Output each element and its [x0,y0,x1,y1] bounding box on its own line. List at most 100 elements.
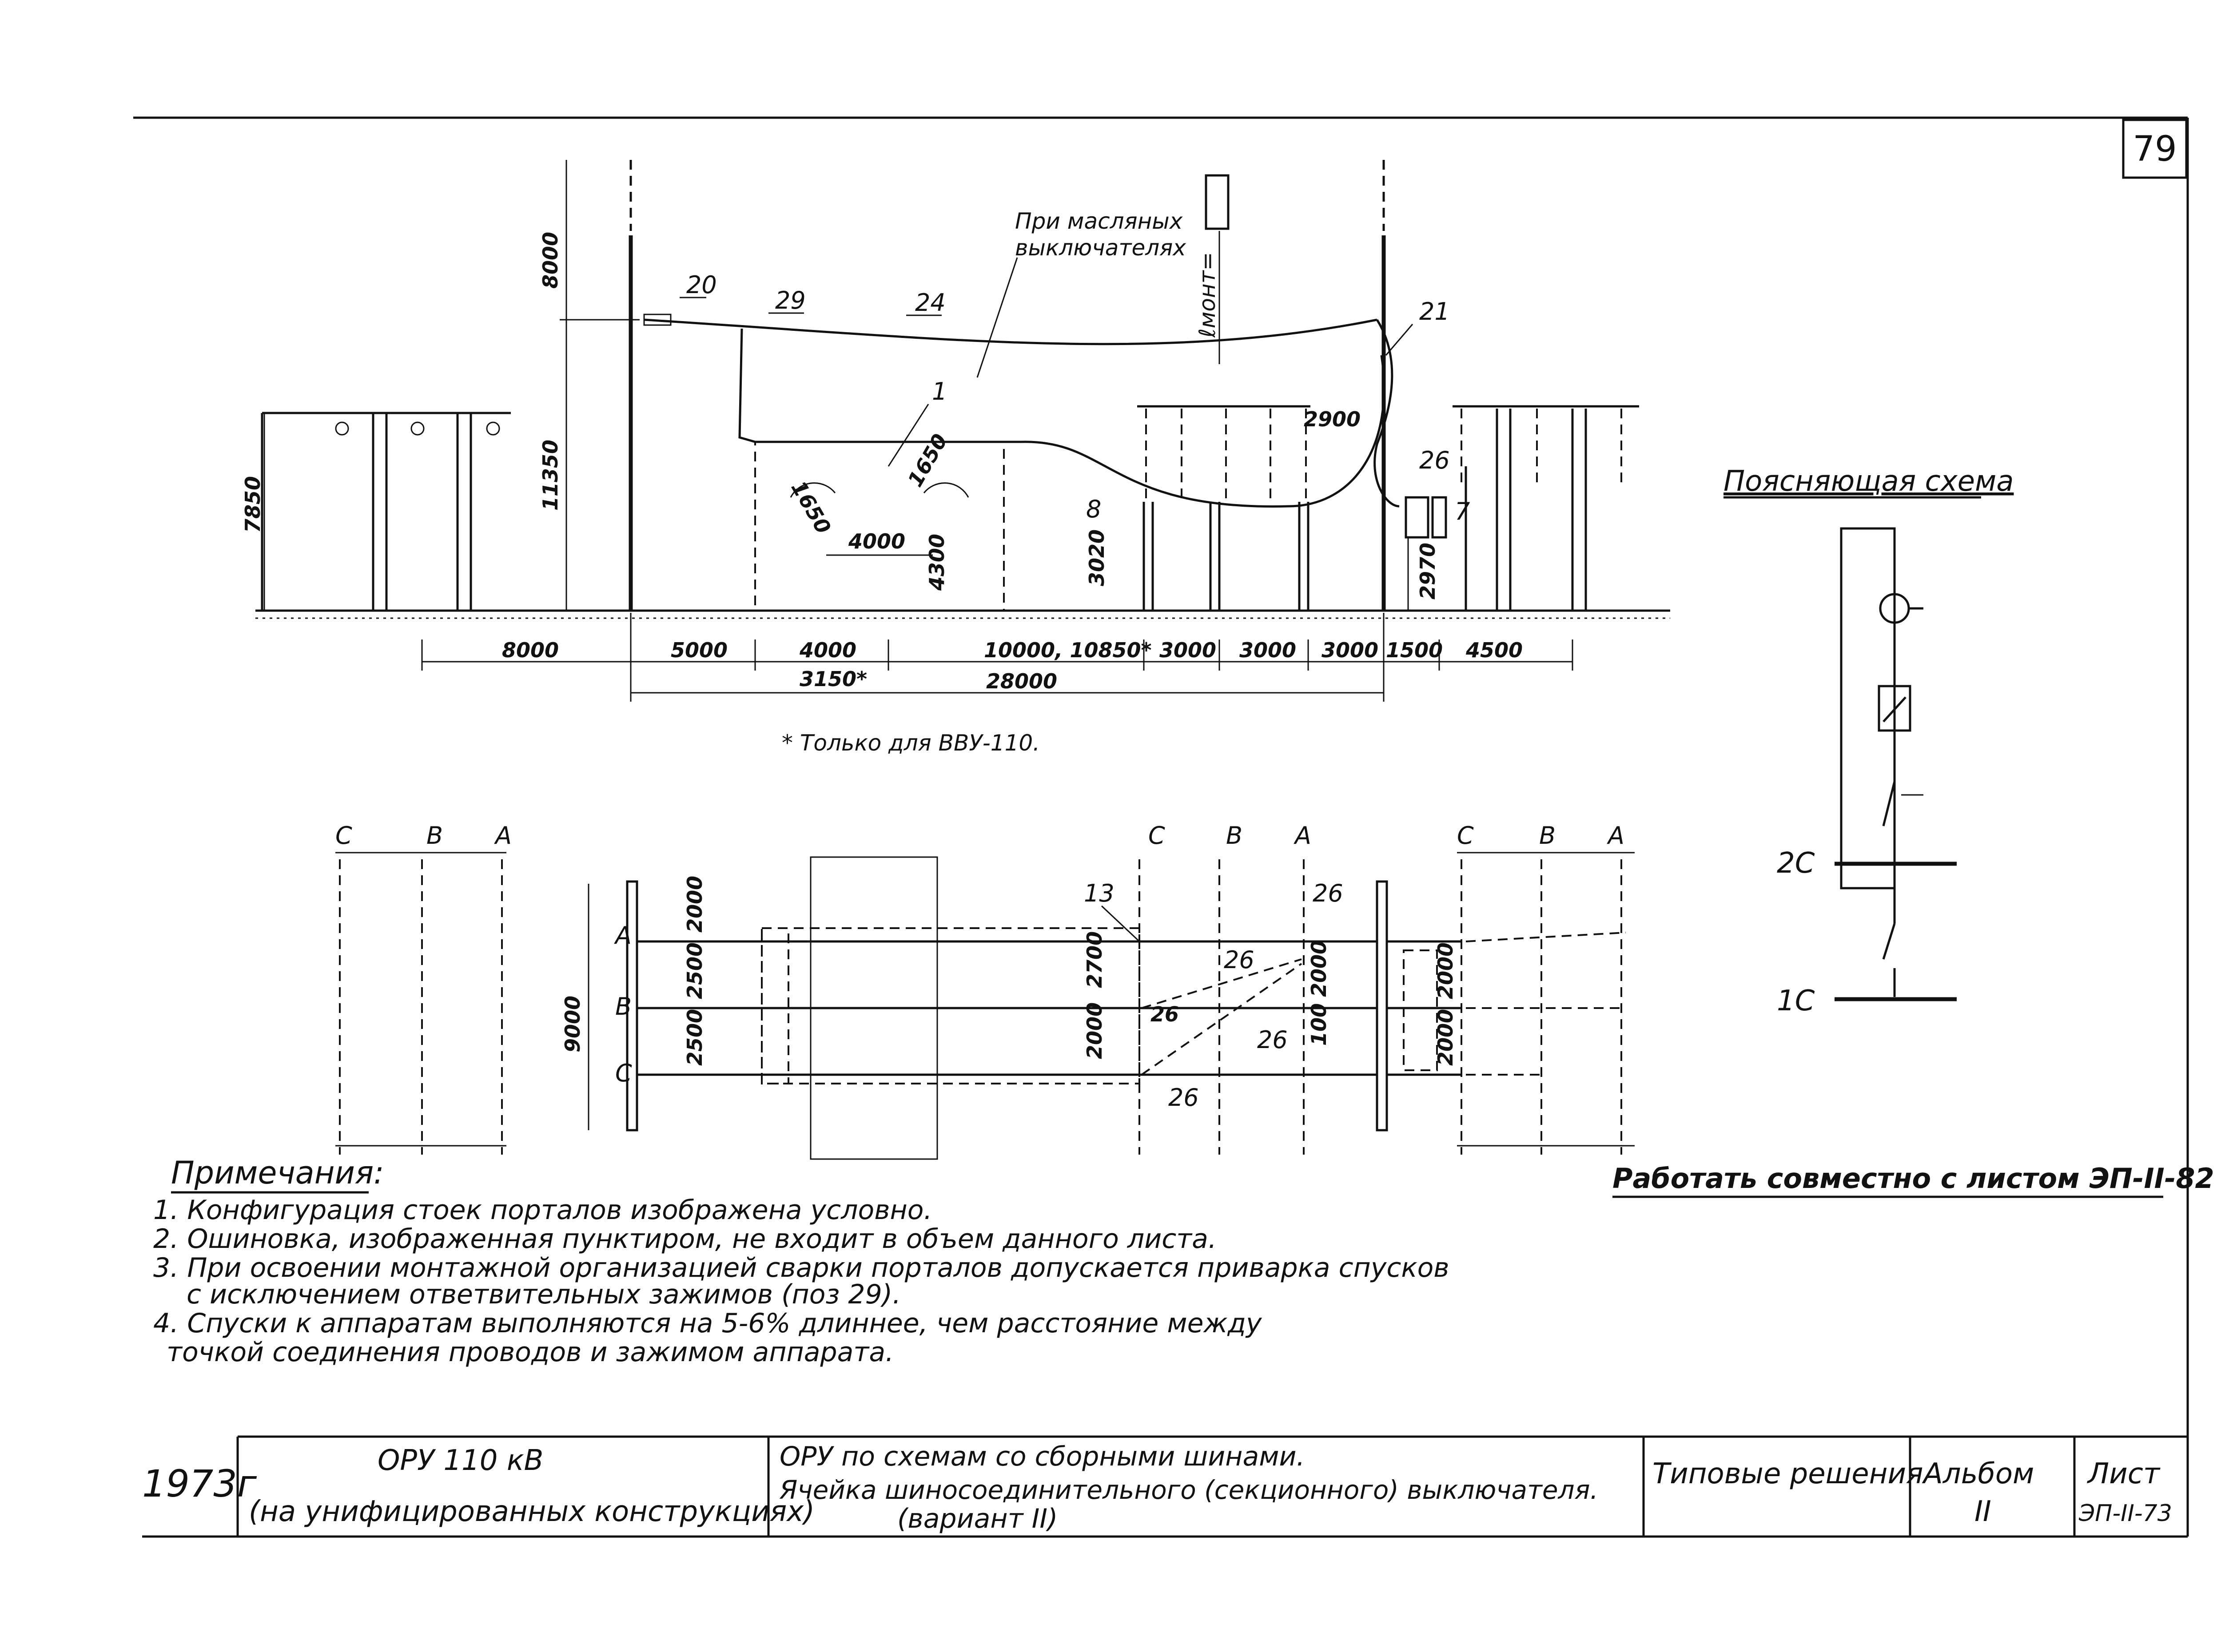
dim-2900: 2900 [1304,407,1361,431]
section-view: 7850 8000 11350 1650 1650 4000 4300 [241,160,1670,756]
dim-3020: 3020 [1085,529,1109,586]
dim-bottom-8000: 8000 [502,638,559,662]
note-oil-breakers-1: При масляных [1015,208,1183,234]
ct-plan [1403,949,1438,1071]
sheet-label: Лист [2087,1457,2161,1490]
phase-c-mid: C [1148,822,1165,850]
phase-c-left: C [335,822,352,850]
callout-24: 24 [915,289,946,317]
title-cell2-line1: ОРУ по схемам со сборными шинами. [780,1441,1305,1472]
arc [790,482,836,498]
callout-26-a: 26 [1313,879,1343,907]
sheet-number: 79 [2133,129,2177,169]
conductor-24 [644,318,1377,345]
dim-2500-left-a: 2500 [683,942,707,999]
dim-2000-left: 2000 [683,876,707,933]
callout-7: 7 [1455,497,1470,525]
callout-1: 1 [932,377,947,405]
callout-8: 8 [1086,495,1101,523]
sheet-value: ЭП-II-73 [2078,1500,2172,1527]
dim-bottom-4500: 4500 [1465,638,1523,662]
insulator-icon [486,421,500,436]
insulator-icon [410,421,425,436]
phase-a-left: A [494,822,512,850]
title-cell1-line1: ОРУ 110 кВ [378,1444,543,1477]
dim-2000-right-a: 2000 [1433,942,1457,999]
dim-1650-left: 1650 [786,477,836,538]
dim-1650-right: 1650 [903,430,952,491]
callout-26-d: 26 [1257,1026,1288,1054]
circuit-breaker-outline [754,441,1005,612]
album-label: Альбом [1922,1457,2034,1490]
note-oil-breakers-2: выключателях [1015,235,1186,261]
title-cell2-line3: (вариант II) [897,1503,1058,1534]
note-3-cont: с исключением ответвительных зажимов (по… [187,1279,901,1310]
dim-11350: 11350 [538,440,562,511]
plan-left-portal [626,880,638,1132]
dim-2500-left-b: 2500 [683,1009,707,1066]
title-cell3: Типовые решения [1652,1457,1923,1490]
dim-bottom-3150: 3150* [800,667,867,691]
explanatory-schema: Поясняющая схема 2С 1С [1723,465,2014,1017]
current-transformer [1405,496,1429,539]
callout-26: 26 [1419,446,1450,474]
dim-bottom-5000: 5000 [671,638,728,662]
album-value: II [1974,1495,1991,1528]
bus-1c-label: 1С [1777,985,1815,1017]
bus-2c-label: 2С [1777,847,1815,880]
row-a-label: A [614,921,632,949]
callout-26-e: 26 [1168,1084,1199,1112]
disconnector-right [1453,405,1639,611]
plan-view: C B A 9000 A B C 2000 2500 2500 C B A 27… [335,822,1635,1160]
dim-bottom-28000: 28000 [986,669,1057,693]
row-c-label: C [615,1059,632,1087]
phase-a-mid: A [1294,822,1311,850]
title-cell1-line2: (на унифицированных конструкциях) [249,1495,815,1528]
drop-conductor [1373,319,1400,508]
callout-26-c: 26 [1150,1002,1179,1026]
dim-100: 100 [1307,1003,1331,1046]
arc [923,482,969,498]
callout-29: 29 [775,286,806,314]
phase-b-left: B [426,822,443,850]
year: 1973г [142,1462,257,1505]
row-b-label: B [615,993,632,1021]
phase-c-right: C [1457,822,1474,850]
dim-2000-right-b: 2000 [1433,1009,1457,1066]
phase-b-mid: B [1226,822,1242,850]
current-transformer [1431,496,1447,539]
work-together-note: Работать совместно с листом ЭП-II-82 [1612,1162,2214,1195]
dim-8000: 8000 [538,232,562,289]
disconnector-symbol-icon [1882,781,1896,826]
note-1: 1. Конфигурация стоек порталов изображен… [153,1195,932,1226]
dim-4300: 4300 [925,534,949,591]
footnote-vvu: * Только для ВВУ-110. [782,730,1040,756]
callout-20: 20 [686,271,717,299]
title-block: 1973г ОРУ 110 кВ (на унифицированных кон… [142,1435,2188,1538]
sheet-number-box [2122,119,2188,179]
insulator-string [643,314,672,326]
note-4-cont: точкой соединения проводов и зажимом апп… [167,1337,894,1368]
dim-bottom-1500: 1500 [1386,638,1443,662]
note-3: 3. При освоении монтажной организацией с… [153,1252,1449,1283]
breaker-symbol-icon [1878,685,1911,732]
drop-conductor [738,328,1385,508]
dim-4000: 4000 [848,529,905,553]
dim-2700: 2700 [1083,931,1107,988]
title-cell2-line2: Ячейка шиносоединительного (секционного)… [779,1475,1598,1505]
l-mont-label: ℓмонт= [1194,252,1220,338]
dim-bottom-3000-c: 3000 [1321,638,1378,662]
l-mont-box [1205,174,1230,230]
disconnector-left [1137,405,1310,611]
schema-frame [1840,527,1896,890]
schema-title: Поясняющая схема [1723,465,2014,498]
dim-bottom-3000-b: 3000 [1239,638,1296,662]
plan-right-portal [1376,880,1388,1132]
dim-7850: 7850 [241,476,265,533]
note-4: 4. Спуски к аппаратам выполняются на 5-6… [153,1308,1262,1339]
dim-bottom-3000-a: 3000 [1159,638,1216,662]
note-2: 2. Ошиновка, изображенная пунктиром, не … [153,1223,1217,1255]
dim-2970: 2970 [1416,543,1440,600]
dim-bottom-4000: 4000 [799,638,856,662]
